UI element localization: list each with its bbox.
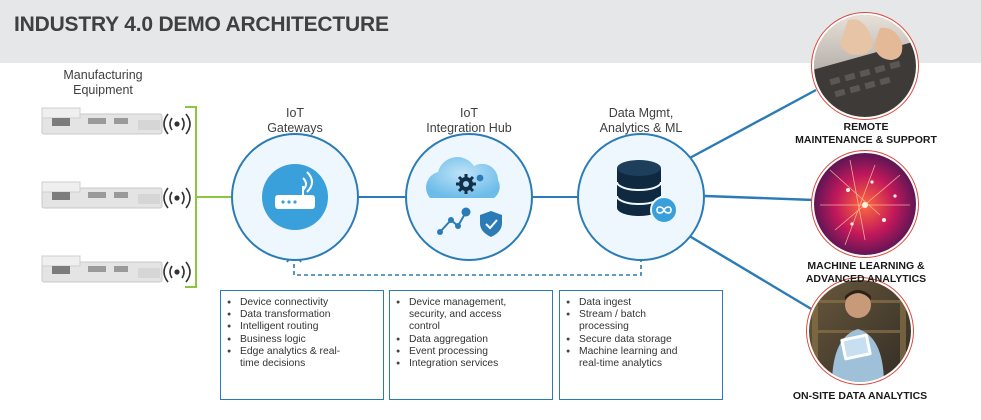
list-item-continuation: processing xyxy=(579,321,629,333)
list-item: Device management, xyxy=(396,297,546,309)
cloud-gear-icon xyxy=(426,157,500,198)
data-to-onsite-line xyxy=(685,232,819,315)
hub-capabilities-box: Device management, security, and access … xyxy=(389,290,553,400)
hub-label-line2: Integration Hub xyxy=(426,121,512,135)
list-item: Device connectivity xyxy=(227,297,377,309)
gateway-capabilities-list: Device connectivity Data transformation … xyxy=(221,291,383,370)
data-label-line1: Data Mgmt, xyxy=(608,106,674,120)
onsite-analytics-image xyxy=(806,277,914,385)
list-item: Business logic xyxy=(227,334,377,346)
remote-maintenance-title-line1: REMOTE xyxy=(843,121,889,133)
ml-title-line2: ADVANCED ANALYTICS xyxy=(805,273,927,285)
data-capabilities-list: Data ingest Stream / batch processing Se… xyxy=(560,291,722,370)
remote-maintenance-title: REMOTE MAINTENANCE & SUPPORT xyxy=(771,121,961,147)
list-item: Data aggregation xyxy=(396,334,546,346)
list-item-continuation: time decisions xyxy=(240,358,306,370)
hub-capabilities-list: Device management, security, and access … xyxy=(390,291,552,370)
wireless-signal-icon xyxy=(163,113,191,283)
machine-2 xyxy=(41,181,163,209)
machine-1 xyxy=(41,107,163,135)
list-item-continuation: security, and access xyxy=(409,309,502,321)
data-label: Data Mgmt, Analytics & ML xyxy=(581,106,701,136)
list-item-continuation: control xyxy=(409,321,440,333)
feedback-dashed-arrow xyxy=(293,258,642,276)
list-item: Stream / batch xyxy=(566,309,716,321)
shield-icon xyxy=(480,211,502,237)
equipment-label-line1: Manufacturing xyxy=(63,68,143,82)
list-item: Data transformation xyxy=(227,309,377,321)
list-item: Integration services xyxy=(396,358,546,370)
list-item: Intelligent routing xyxy=(227,321,377,333)
data-to-ml-line xyxy=(704,194,815,202)
list-item: Event processing xyxy=(396,346,546,358)
ml-image xyxy=(811,150,919,258)
gateway-label: IoT Gateways xyxy=(245,106,345,136)
gateway-label-line1: IoT xyxy=(285,106,305,120)
list-item: Data ingest xyxy=(566,297,716,309)
network-graph-icon xyxy=(437,207,471,235)
remote-maintenance-title-line2: MAINTENANCE & SUPPORT xyxy=(795,134,937,146)
machine-3 xyxy=(41,255,163,283)
data-label-line2: Analytics & ML xyxy=(599,121,683,135)
gateway-capabilities-box: Device connectivity Data transformation … xyxy=(220,290,384,400)
list-item: Secure data storage xyxy=(566,334,716,346)
ml-title-line1: MACHINE LEARNING & xyxy=(807,260,925,272)
database-icon xyxy=(616,160,678,224)
ml-title: MACHINE LEARNING & ADVANCED ANALYTICS xyxy=(771,260,961,286)
onsite-title: ON-SITE DATA ANALYTICS xyxy=(765,390,955,403)
equipment-label-line2: Equipment xyxy=(73,83,133,97)
hub-label-line1: IoT xyxy=(459,106,479,120)
remote-maintenance-image xyxy=(811,12,919,120)
list-item: Edge analytics & real- xyxy=(227,346,377,358)
onsite-title-line1: ON-SITE DATA ANALYTICS xyxy=(792,390,928,402)
gateway-label-line2: Gateways xyxy=(267,121,323,135)
page-title: INDUSTRY 4.0 DEMO ARCHITECTURE xyxy=(14,13,389,36)
data-capabilities-box: Data ingest Stream / batch processing Se… xyxy=(559,290,723,400)
equipment-label: Manufacturing Equipment xyxy=(48,68,158,98)
data-to-remote-line xyxy=(685,88,817,162)
hub-label: IoT Integration Hub xyxy=(409,106,529,136)
list-item-continuation: real-time analytics xyxy=(579,358,662,370)
list-item: Machine learning and xyxy=(566,346,716,358)
router-icon xyxy=(262,164,328,230)
